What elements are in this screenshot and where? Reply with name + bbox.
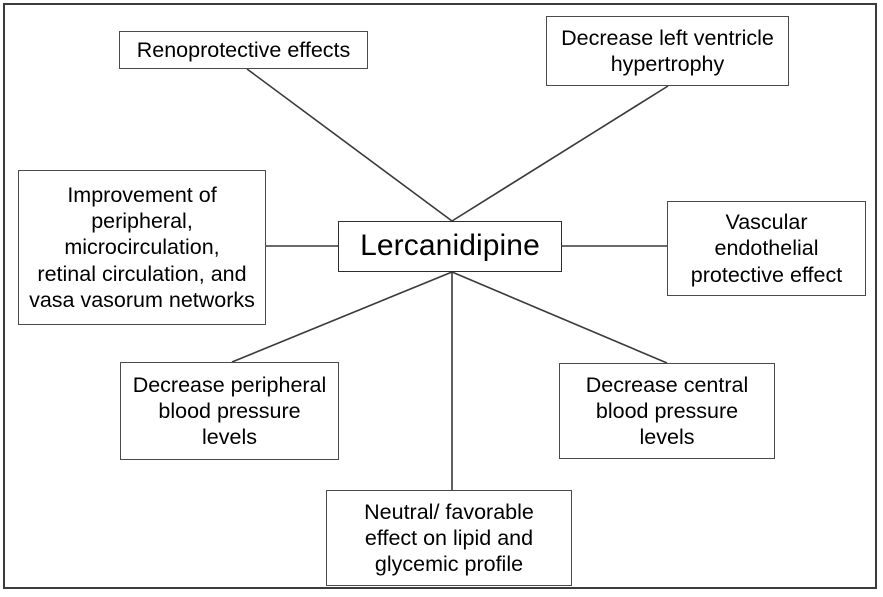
node-decrease-central-blood-pressure-label: Decrease central blood pressure levels <box>585 372 749 450</box>
node-decrease-central-blood-pressure[interactable]: Decrease central blood pressure levels <box>559 363 775 459</box>
node-decrease-peripheral-blood-pressure-label: Decrease peripheral blood pressure level… <box>132 372 327 450</box>
node-renoprotective-effects[interactable]: Renoprotective effects <box>119 31 368 69</box>
node-decrease-left-ventricle-hypertrophy-label: Decrease left ventricle hypertrophy <box>561 25 774 76</box>
node-improvement-of-peripheral-circulation-label: Improvement of peripheral, microcirculat… <box>29 182 255 312</box>
node-neutral-favorable-lipid-glycemic-effect[interactable]: Neutral/ favorable effect on lipid and g… <box>326 490 572 586</box>
node-decrease-left-ventricle-hypertrophy[interactable]: Decrease left ventricle hypertrophy <box>546 16 789 86</box>
node-renoprotective-effects-label: Renoprotective effects <box>136 37 351 62</box>
node-vascular-endothelial-protective-effect-label: Vascular endothelial protective effect <box>690 210 843 287</box>
node-vascular-endothelial-protective-effect[interactable]: Vascular endothelial protective effect <box>667 201 866 296</box>
node-lercanidipine-center[interactable]: Lercanidipine <box>338 221 562 272</box>
node-improvement-of-peripheral-circulation[interactable]: Improvement of peripheral, microcirculat… <box>18 170 266 325</box>
node-decrease-peripheral-blood-pressure[interactable]: Decrease peripheral blood pressure level… <box>120 362 339 460</box>
node-lercanidipine-center-label: Lercanidipine <box>360 229 540 263</box>
node-neutral-favorable-lipid-glycemic-effect-label: Neutral/ favorable effect on lipid and g… <box>364 499 534 577</box>
